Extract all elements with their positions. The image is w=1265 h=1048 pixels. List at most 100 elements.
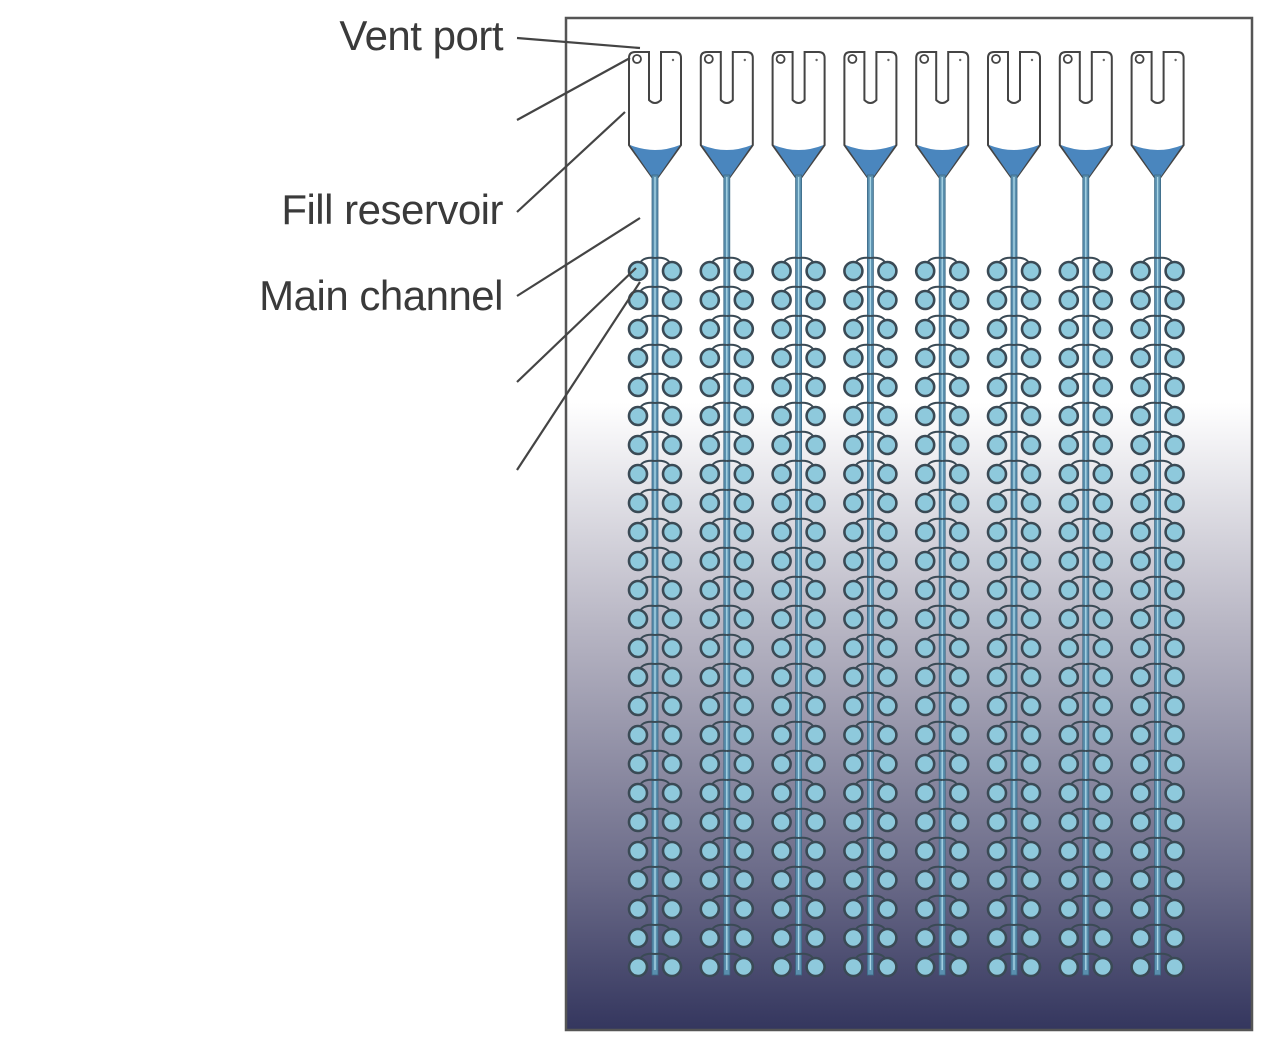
- reaction-well: [733, 318, 755, 340]
- reaction-well: [1092, 463, 1114, 485]
- reaction-well: [1164, 898, 1185, 920]
- reaction-well: [1020, 550, 1042, 572]
- reaction-well: [699, 492, 721, 514]
- reaction-well: [948, 840, 970, 862]
- reaction-well: [1020, 666, 1042, 688]
- port-dot: [1102, 58, 1106, 62]
- reaction-well: [771, 318, 792, 340]
- reaction-well: [771, 434, 792, 456]
- reaction-well: [843, 492, 864, 514]
- reaction-well: [771, 492, 792, 514]
- reaction-well: [771, 608, 792, 630]
- fill-reservoir: [987, 51, 1041, 178]
- reaction-well: [1058, 840, 1080, 862]
- port-dot: [959, 58, 962, 62]
- reaction-well: [805, 318, 826, 340]
- reaction-well: [1092, 811, 1114, 833]
- reaction-well: [1058, 434, 1080, 456]
- reaction-well: [1058, 521, 1080, 543]
- port-dot: [1030, 58, 1034, 62]
- reaction-well: [1058, 782, 1080, 804]
- reaction-well: [1164, 405, 1185, 427]
- reaction-well: [914, 840, 936, 862]
- reaction-well: [877, 840, 898, 862]
- reaction-well: [627, 260, 649, 282]
- reaction-well: [771, 695, 792, 717]
- reaction-well: [843, 753, 864, 775]
- reaction-well: [948, 579, 970, 601]
- reaction-well: [1058, 463, 1080, 485]
- reaction-well: [914, 492, 936, 514]
- reaction-well: [699, 434, 721, 456]
- reaction-well: [948, 927, 970, 949]
- reaction-well: [771, 376, 792, 398]
- reaction-well: [1164, 753, 1185, 775]
- reaction-well: [1130, 405, 1151, 427]
- reaction-well: [627, 811, 649, 833]
- reaction-well: [699, 376, 721, 398]
- reaction-well: [877, 550, 898, 572]
- reaction-well: [627, 898, 649, 920]
- reaction-well: [986, 376, 1008, 398]
- reaction-well: [733, 463, 755, 485]
- reaction-well: [1130, 869, 1151, 891]
- reaction-well: [771, 521, 792, 543]
- reaction-well: [733, 927, 755, 949]
- reaction-well: [1130, 782, 1151, 804]
- reaction-well: [986, 289, 1008, 311]
- reaction-well: [661, 666, 683, 688]
- leader-line: [516, 57, 631, 121]
- reaction-well: [986, 550, 1008, 572]
- vent-port: [1134, 54, 1145, 64]
- reaction-well: [1058, 869, 1080, 891]
- reaction-well: [1092, 927, 1114, 949]
- reaction-well: [877, 463, 898, 485]
- reaction-well: [1020, 579, 1042, 601]
- reaction-well: [948, 550, 970, 572]
- reaction-well: [699, 289, 721, 311]
- reaction-well: [771, 579, 792, 601]
- reaction-well: [733, 840, 755, 862]
- reaction-well: [948, 492, 970, 514]
- reaction-well: [1092, 434, 1114, 456]
- reaction-well: [1130, 753, 1151, 775]
- reaction-well: [1092, 782, 1114, 804]
- reaction-well: [914, 347, 936, 369]
- fill-reservoir: [1058, 51, 1113, 178]
- reaction-well: [914, 724, 936, 746]
- reaction-well: [805, 347, 826, 369]
- reaction-well: [771, 666, 792, 688]
- reaction-well: [1092, 521, 1114, 543]
- reaction-well: [986, 869, 1008, 891]
- reaction-well: [986, 608, 1008, 630]
- reaction-well: [699, 811, 721, 833]
- reservoir-fluid: [1132, 145, 1183, 177]
- reaction-well: [986, 521, 1008, 543]
- leader-line: [516, 267, 637, 383]
- reaction-well: [986, 724, 1008, 746]
- reaction-well: [986, 492, 1008, 514]
- reaction-well: [914, 260, 936, 282]
- reaction-well: [805, 927, 826, 949]
- reaction-well: [914, 927, 936, 949]
- reaction-well: [661, 811, 683, 833]
- reaction-well: [733, 260, 755, 282]
- reaction-well: [805, 521, 826, 543]
- reaction-well: [986, 434, 1008, 456]
- reaction-well: [914, 695, 936, 717]
- reaction-well: [733, 405, 755, 427]
- reaction-well: [914, 463, 936, 485]
- reaction-well: [877, 666, 898, 688]
- reaction-well: [1164, 724, 1185, 746]
- reaction-well: [627, 347, 649, 369]
- reaction-well: [733, 695, 755, 717]
- reaction-well: [1092, 637, 1114, 659]
- reaction-well: [661, 347, 683, 369]
- reaction-well: [805, 434, 826, 456]
- port-dot: [815, 58, 818, 62]
- reaction-well: [877, 434, 898, 456]
- reaction-well: [733, 811, 755, 833]
- fill-reservoir: [1130, 51, 1185, 178]
- reaction-well: [699, 753, 721, 775]
- reaction-well: [986, 927, 1008, 949]
